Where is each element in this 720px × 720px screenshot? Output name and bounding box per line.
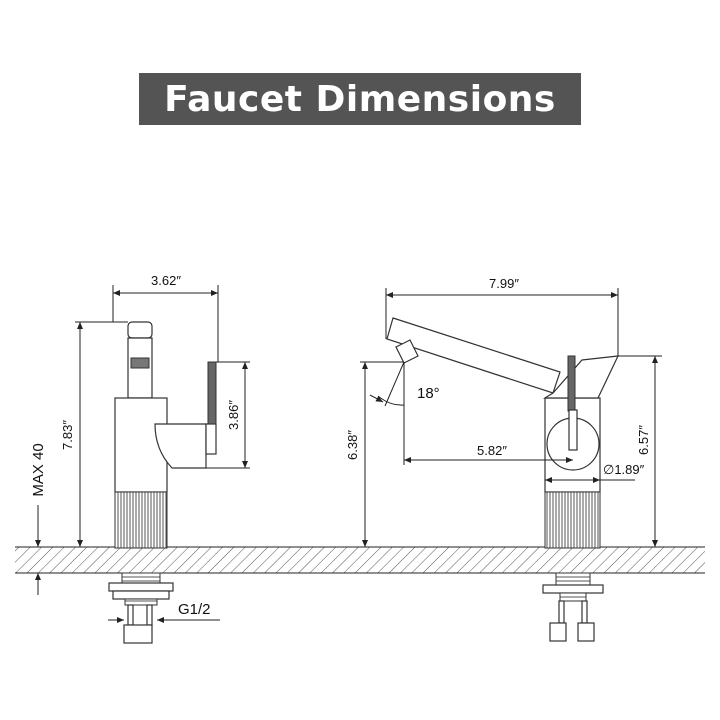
front-view-faucet [386,317,620,642]
title-banner: Faucet Dimensions [139,73,581,125]
spout-reach-label: 5.82″ [477,443,507,458]
side-view-dimensions: 3.62″ 7.83″ 3.86″ MAX 40 G1/2 [15,273,250,623]
height-label: 7.83″ [60,420,75,450]
spout-height-label: 6.38″ [345,430,360,460]
spout-angle-label: 18° [417,385,440,402]
page-title: Faucet Dimensions [164,78,556,120]
base-diameter-label: ∅1.89″ [603,462,645,477]
countertop [15,546,705,574]
front-view-dimensions: 7.99″ 6.38″ 18° 5.82″ 6.57″ ∅1.89″ [345,276,662,547]
thread-label: G1/2 [178,601,211,618]
total-height-label: 6.57″ [636,425,651,455]
handle-height-label: 3.86″ [226,400,241,430]
reach-label: 7.99″ [489,276,519,291]
width-label: 3.62″ [151,273,181,288]
max-thickness-label: MAX 40 [30,443,47,496]
side-view-faucet [108,321,217,644]
